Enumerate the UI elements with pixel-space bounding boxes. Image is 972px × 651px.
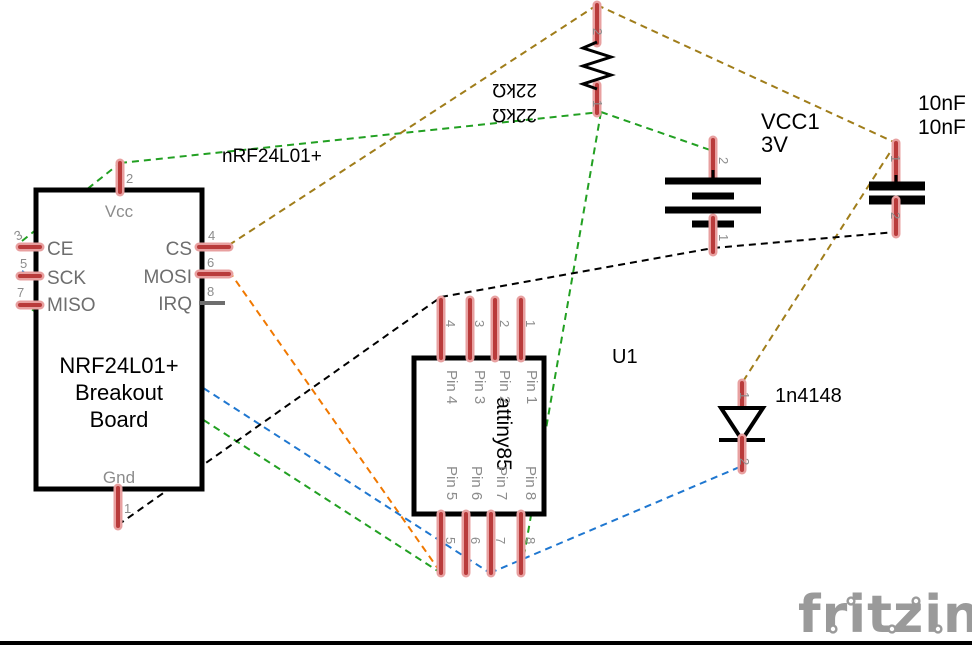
attiny85-pin-number-3: 3 [472,320,487,327]
attiny85-pin-number-8: 8 [523,537,538,544]
nrf24-pin-number-6: 6 [207,255,214,270]
logo-node-dot-1 [828,624,838,634]
resistor-value-line2[interactable]: 22kΩ [492,104,537,125]
nrf24-body[interactable] [33,187,205,492]
attiny85-pin-number-5: 5 [443,537,458,544]
wire-resistor-to-battery[interactable] [600,111,714,152]
logo-node-dot-2 [846,596,856,606]
diode-pin-number-1: 1 [737,392,752,399]
diode-value-label[interactable]: 1n4148 [775,385,842,407]
battery-pin-number-2: 2 [716,157,731,164]
nrf24-pin-label-irq: IRQ [158,294,192,315]
resistor-pin-number-1: 1 [590,100,605,107]
nrf24-pin-number-2: 2 [126,171,133,186]
capacitor-value-line2[interactable]: 10nF [918,116,966,139]
logo-node-dot-3 [887,624,897,634]
nrf24-pin-label-sck: SCK [47,268,86,289]
nrf24-pin-label-gnd: Gnd [103,468,135,487]
diode-triangle-symbol[interactable] [717,406,767,444]
wire-cs-to-resistor-top[interactable] [228,4,598,246]
fritzing-logo-text: fritzing [798,585,972,645]
capacitor-pin-number-2: 2 [888,212,903,219]
net-label-nrf24l01[interactable]: nRF24L01+ [222,146,322,167]
attiny85-pin-label-1: Pin 1 [523,370,540,404]
part-nrf24l01-breakout-board[interactable] [15,158,234,531]
wire-capacitor-to-diode[interactable] [741,142,897,384]
attiny85-pin-label-4: Pin 4 [443,370,460,404]
part-diode-1n4148[interactable] [717,378,767,475]
attiny85-body[interactable] [411,355,547,517]
nrf24-pin-number-1: 1 [124,501,131,516]
nrf24-title-line1: NRF24L01+ [59,353,178,378]
resistor-zigzag-symbol[interactable] [578,40,616,91]
wire-battery-to-capacitor[interactable] [712,231,897,249]
nrf24-pin-number-3: 3 [12,227,25,244]
capacitor-pin-number-1: 1 [888,155,903,162]
nrf24-pin-number-7: 7 [17,285,24,300]
capacitor-value-line1[interactable]: 10nF [918,92,966,115]
attiny85-designator[interactable]: U1 [612,346,638,368]
attiny85-pin-label-6: Pin 6 [468,466,485,500]
attiny85-pin-label-3: Pin 3 [471,370,488,404]
battery-value-label[interactable]: 3V [761,132,788,157]
attiny85-pin-number-1: 1 [523,320,538,327]
battery-pin-number-1: 1 [716,234,731,241]
part-resistor-22k[interactable] [578,0,616,118]
attiny85-name-label: attiny85 [492,397,515,471]
wire-vcc-to-resistor[interactable] [119,111,602,164]
attiny85-pin-label-8: Pin 8 [522,466,539,500]
nrf24-pin-number-4: 4 [208,228,215,243]
resistor-value-line1[interactable]: 22kΩ [492,79,537,100]
logo-node-dot-5 [933,624,943,634]
attiny85-pin-label-5: Pin 5 [443,466,460,500]
diode-pin-number-2: 2 [737,458,752,465]
wire-resistor-top-to-capacitor[interactable] [596,4,897,144]
wire-mosi-to-attiny-pin5[interactable] [228,270,442,574]
nrf24-pin-label-vcc: Vcc [105,202,134,221]
nrf24-pin-number-5: 5 [20,256,27,271]
wire-attiny-pin7-to-diode[interactable] [489,465,743,574]
attiny85-pin-label-2: Pin 2 [496,370,513,404]
resistor-pin-number-2: 2 [590,28,605,35]
text-layer: NRF24L01+ Breakout Board Vcc Gnd CE SCK … [12,28,966,544]
attiny85-pin-number-7: 7 [493,537,508,544]
attiny85-pin-number-2: 2 [497,320,512,327]
nrf24-pin-label-mosi: MOSI [143,267,192,288]
part-attiny85[interactable] [411,295,547,578]
nrf24-title-line3: Board [90,407,149,432]
fritzing-logo: fritzing [798,585,972,645]
battery-designator-label[interactable]: VCC1 [761,109,820,134]
attiny85-pin-number-4: 4 [443,320,458,327]
wire-sck-to-attiny-pin7[interactable] [21,270,491,574]
part-battery-vcc1[interactable] [665,135,761,257]
attiny85-pin-label-7: Pin 7 [493,466,510,500]
attiny85-pin-number-6: 6 [468,537,483,544]
part-capacitor-10nf[interactable] [869,138,925,239]
nrf24-title-line2: Breakout [75,380,163,405]
nrf24-pin-number-8: 8 [207,284,214,299]
nrf24-pin-label-ce: CE [47,239,73,260]
wire-gnd-bend-to-battery[interactable] [440,247,714,298]
nrf24-pin-label-cs: CS [166,239,192,260]
nrf24-pin-label-miso: MISO [47,295,96,316]
logo-node-dot-4 [911,596,921,606]
